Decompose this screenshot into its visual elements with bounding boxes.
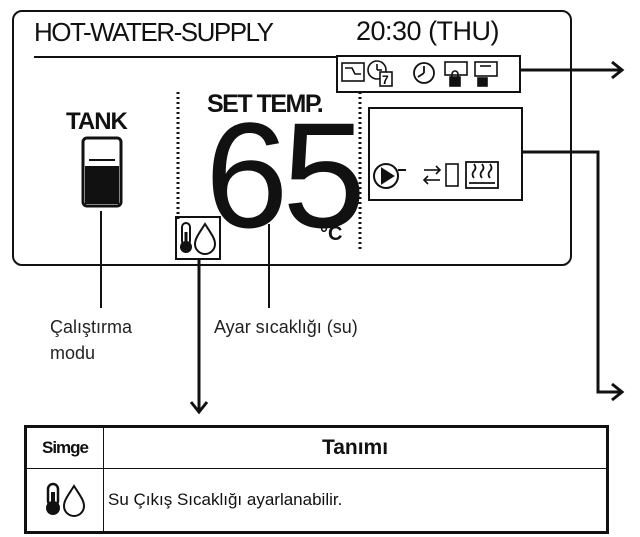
symbol-legend-table: Simge Tanımı Su Çıkış Sıcaklığı ayarlana… bbox=[24, 425, 609, 534]
caption-set-temperature: Ayar sıcaklığı (su) bbox=[214, 317, 358, 337]
heater-icon bbox=[465, 161, 499, 189]
mode-title: HOT-WATER-SUPPLY bbox=[34, 17, 274, 47]
legend-row-icon-cell bbox=[25, 468, 104, 533]
set-temp-label: SET TEMP. bbox=[207, 90, 324, 118]
weekly-timer-digit: 7 bbox=[382, 73, 389, 87]
valve-switch-icon bbox=[422, 163, 459, 187]
lock-remote-icon bbox=[474, 61, 498, 87]
pump-icon bbox=[373, 163, 406, 189]
arrow-head-legend bbox=[189, 401, 209, 415]
legend-row-description: Su Çıkış Sıcaklığı ayarlanabilir. bbox=[103, 468, 608, 533]
caption-operation-mode: Çalıştırma modu bbox=[50, 314, 132, 366]
arrow-head-status bbox=[611, 60, 625, 80]
tank-fill-level bbox=[85, 166, 119, 204]
legend-header-description: Tanımı bbox=[103, 426, 608, 469]
set-temp-value: 65 bbox=[205, 91, 366, 259]
clock-timer-icon bbox=[413, 62, 435, 84]
lock-screen-icon bbox=[444, 61, 468, 87]
tank-icon bbox=[81, 136, 123, 208]
legend-row: Su Çıkış Sıcaklığı ayarlanabilir. bbox=[25, 468, 608, 533]
schedule-chart-icon bbox=[341, 62, 365, 82]
arrow-line-operation bbox=[522, 150, 620, 394]
clock-readout: 20:30 (THU) bbox=[356, 16, 500, 46]
operation-status-box bbox=[368, 107, 523, 201]
tank-label: TANK bbox=[66, 108, 128, 135]
temp-unit: °C bbox=[320, 223, 343, 245]
legend-header-icon: Simge bbox=[25, 426, 104, 469]
weekly-timer-icon bbox=[367, 60, 393, 87]
caption-operation-mode-line1: Çalıştırma bbox=[50, 317, 133, 337]
controller-display bbox=[12, 10, 572, 266]
caption-operation-mode-line2: modu bbox=[50, 343, 96, 363]
legend-header-row: Simge Tanımı bbox=[25, 426, 608, 469]
thermometer-drop-icon bbox=[46, 482, 86, 517]
status-icon-box bbox=[336, 55, 521, 93]
arrow-head-operation bbox=[611, 382, 625, 402]
